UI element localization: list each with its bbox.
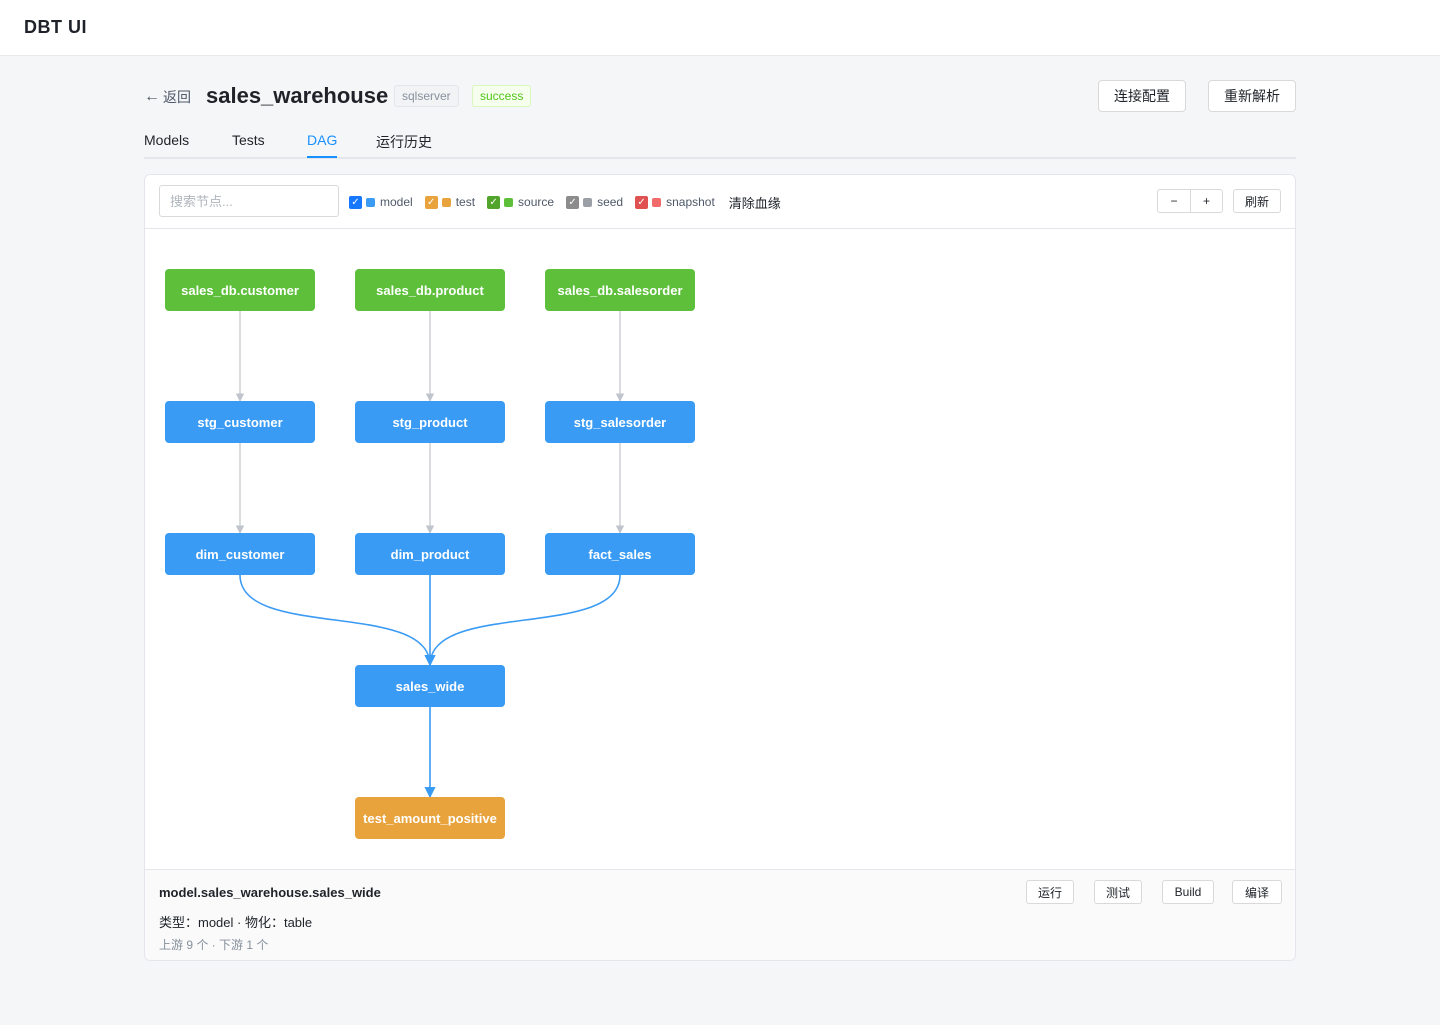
dag-node-test-amount-positive[interactable]: test_amount_positive bbox=[355, 797, 505, 839]
run-button[interactable]: 运行 bbox=[1026, 880, 1074, 904]
dag-toolbar: ✓ model ✓ test ✓ source ✓ seed ✓ snapshot 清除血缘 − +… bbox=[145, 175, 1295, 229]
tab-models[interactable]: Models bbox=[144, 132, 190, 148]
filter-checkbox[interactable]: ✓ bbox=[349, 195, 362, 209]
build-button[interactable]: Build bbox=[1162, 880, 1214, 904]
filter-label: test bbox=[455, 195, 476, 209]
filter-seed[interactable]: ✓ seed bbox=[566, 195, 623, 209]
node-dependency-counts: 上游 9 个 · 下游 1 个 bbox=[159, 938, 269, 952]
dag-node-sales-wide[interactable]: sales_wide bbox=[355, 665, 505, 707]
test-button[interactable]: 测试 bbox=[1094, 880, 1142, 904]
reparse-button[interactable]: 重新解析 bbox=[1208, 80, 1296, 112]
type-color-dot bbox=[441, 197, 451, 207]
dag-node-stg-product[interactable]: stg_product bbox=[355, 401, 505, 443]
dag-node-fact-sales[interactable]: fact_sales bbox=[545, 533, 695, 575]
app-brand: DBT UI bbox=[24, 17, 87, 37]
zoom-out-button[interactable]: − bbox=[1170, 194, 1178, 208]
type-color-dot bbox=[366, 197, 375, 207]
dag-node-sales-db-salesorder[interactable]: sales_db.salesorder bbox=[545, 269, 695, 311]
dag-edges bbox=[235, 311, 625, 799]
filter-model[interactable]: ✓ model bbox=[349, 195, 413, 209]
filter-label: seed bbox=[597, 195, 624, 209]
refresh-button[interactable]: 刷新 bbox=[1233, 189, 1281, 213]
dag-canvas[interactable]: sales_db.customer sales_db.product sales_d… bbox=[145, 229, 1295, 869]
back-arrow-icon: ← bbox=[144, 88, 160, 105]
node-meta: 类型：model · 物化：table bbox=[159, 915, 313, 930]
back-link[interactable]: ← 返回 bbox=[144, 87, 191, 107]
dag-edge bbox=[239, 574, 436, 667]
dag-node-sales-db-customer[interactable]: sales_db.customer bbox=[165, 269, 315, 311]
filter-label: source bbox=[518, 195, 555, 209]
project-title: sales_warehouse bbox=[206, 83, 389, 108]
filter-checkbox[interactable]: ✓ bbox=[566, 195, 580, 209]
compile-button[interactable]: 编译 bbox=[1232, 880, 1282, 904]
type-color-dot bbox=[583, 197, 593, 207]
filter-checkbox[interactable]: ✓ bbox=[424, 195, 438, 209]
dag-node-stg-salesorder[interactable]: stg_salesorder bbox=[545, 401, 695, 443]
dag-node-sales-db-product[interactable]: sales_db.product bbox=[355, 269, 505, 311]
adapter-tag: sqlserver bbox=[394, 85, 459, 107]
dag-node-stg-customer[interactable]: stg_customer bbox=[165, 401, 315, 443]
node-unique-id: model.sales_warehouse.sales_wide bbox=[159, 885, 381, 900]
dag-node-dim-product[interactable]: dim_product bbox=[355, 533, 505, 575]
filter-label: snapshot bbox=[666, 195, 715, 209]
filter-test[interactable]: ✓ test bbox=[424, 195, 476, 209]
top-bar: DBT UI bbox=[0, 0, 1440, 56]
dag-edge bbox=[424, 574, 621, 667]
zoom-controls: − + bbox=[1157, 189, 1223, 213]
node-search-input[interactable] bbox=[159, 185, 339, 217]
clear-lineage-button[interactable]: 清除血缘 bbox=[728, 195, 781, 211]
tab-run-history[interactable]: 运行历史 bbox=[376, 134, 432, 150]
dag-node-dim-customer[interactable]: dim_customer bbox=[165, 533, 315, 575]
back-label: 返回 bbox=[163, 89, 191, 105]
node-detail: model.sales_warehouse.sales_wide 类型：mode… bbox=[145, 869, 1295, 960]
tab-tests[interactable]: Tests bbox=[232, 132, 265, 148]
connection-config-button[interactable]: 连接配置 bbox=[1098, 80, 1186, 112]
filter-checkbox[interactable]: ✓ bbox=[487, 195, 501, 209]
tab-bar: Models Tests DAG 运行历史 bbox=[144, 124, 1296, 159]
filter-source[interactable]: ✓ source bbox=[487, 195, 554, 209]
project-header: ← 返回 sales_warehouse sqlserver success 连… bbox=[144, 80, 1296, 112]
filter-snapshot[interactable]: ✓ snapshot bbox=[635, 195, 715, 209]
type-filters: ✓ model ✓ test ✓ source ✓ seed ✓ snapshot 清除血缘 bbox=[349, 193, 781, 211]
tab-dag[interactable]: DAG bbox=[307, 132, 338, 158]
zoom-in-button[interactable]: + bbox=[1190, 190, 1222, 212]
filter-checkbox[interactable]: ✓ bbox=[635, 195, 649, 209]
type-color-dot bbox=[504, 197, 514, 207]
filter-label: model bbox=[380, 195, 413, 209]
status-badge: success bbox=[472, 85, 532, 107]
type-color-dot bbox=[652, 197, 662, 207]
dag-panel: ✓ model ✓ test ✓ source ✓ seed ✓ snapshot 清除血缘 − +… bbox=[144, 174, 1296, 961]
